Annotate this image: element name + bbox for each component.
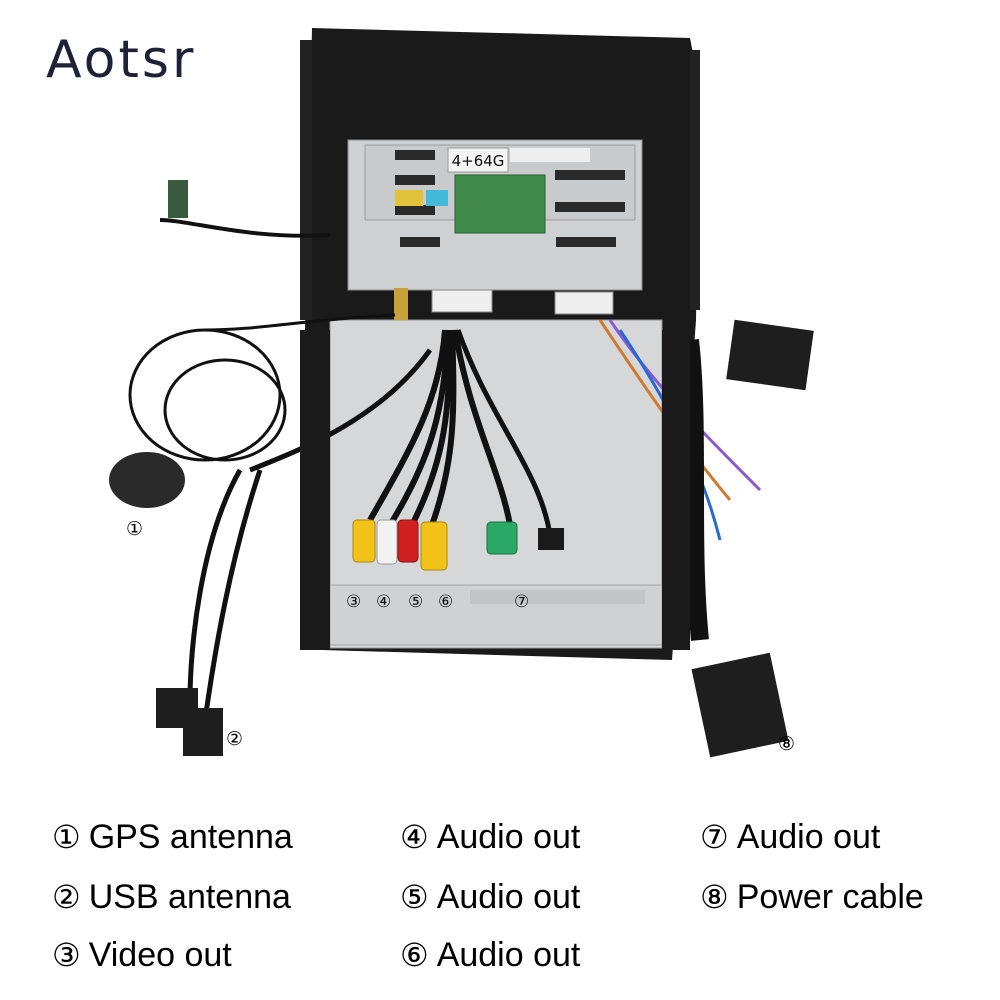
brand-logo: Aotsr: [46, 30, 197, 90]
legend-num: ⑤: [400, 878, 429, 916]
harness-connector-top: [726, 319, 814, 391]
legend-num: ⑥: [400, 936, 429, 974]
rca-yellow-1: [352, 519, 376, 563]
legend-label: Audio out: [436, 818, 581, 856]
gps-antenna-puck: [109, 452, 185, 508]
legend-label: GPS antenna: [88, 818, 293, 856]
rca-green: [486, 521, 518, 555]
port-label-5: ⑤: [408, 592, 424, 612]
port-label-6: ⑥: [438, 592, 454, 612]
port-label-3: ③: [346, 592, 362, 612]
callout-power: ⑧: [778, 733, 796, 755]
legend-label: USB antenna: [88, 878, 291, 916]
legend-label: Audio out: [736, 818, 881, 856]
rca-red: [397, 519, 419, 563]
legend-num: ④: [400, 818, 429, 856]
port-label-7: ⑦: [514, 592, 530, 612]
power-connector: [691, 652, 789, 758]
legend-num: ③: [52, 936, 81, 974]
callout-gps: ①: [126, 518, 144, 540]
rca-yellow-2: [420, 521, 448, 571]
legend-num: ⑦: [700, 818, 729, 856]
pcb-board: [454, 174, 546, 234]
legend-label: Audio out: [436, 878, 581, 916]
legend-label: Power cable: [736, 878, 924, 916]
legend-num: ①: [52, 818, 81, 856]
callout-usb: ②: [226, 728, 244, 750]
usb-plug-2: [183, 708, 223, 756]
port-label-4: ④: [376, 592, 392, 612]
memory-sticker: [447, 147, 509, 173]
memory-sticker-text: 4+64G: [452, 152, 505, 170]
legend-label: Video out: [88, 936, 232, 974]
rca-white: [376, 519, 398, 565]
product-photo: 4+64G: [109, 28, 814, 758]
legend-num: ②: [52, 878, 81, 916]
legend-num: ⑧: [700, 878, 729, 916]
legend-label: Audio out: [436, 936, 581, 974]
